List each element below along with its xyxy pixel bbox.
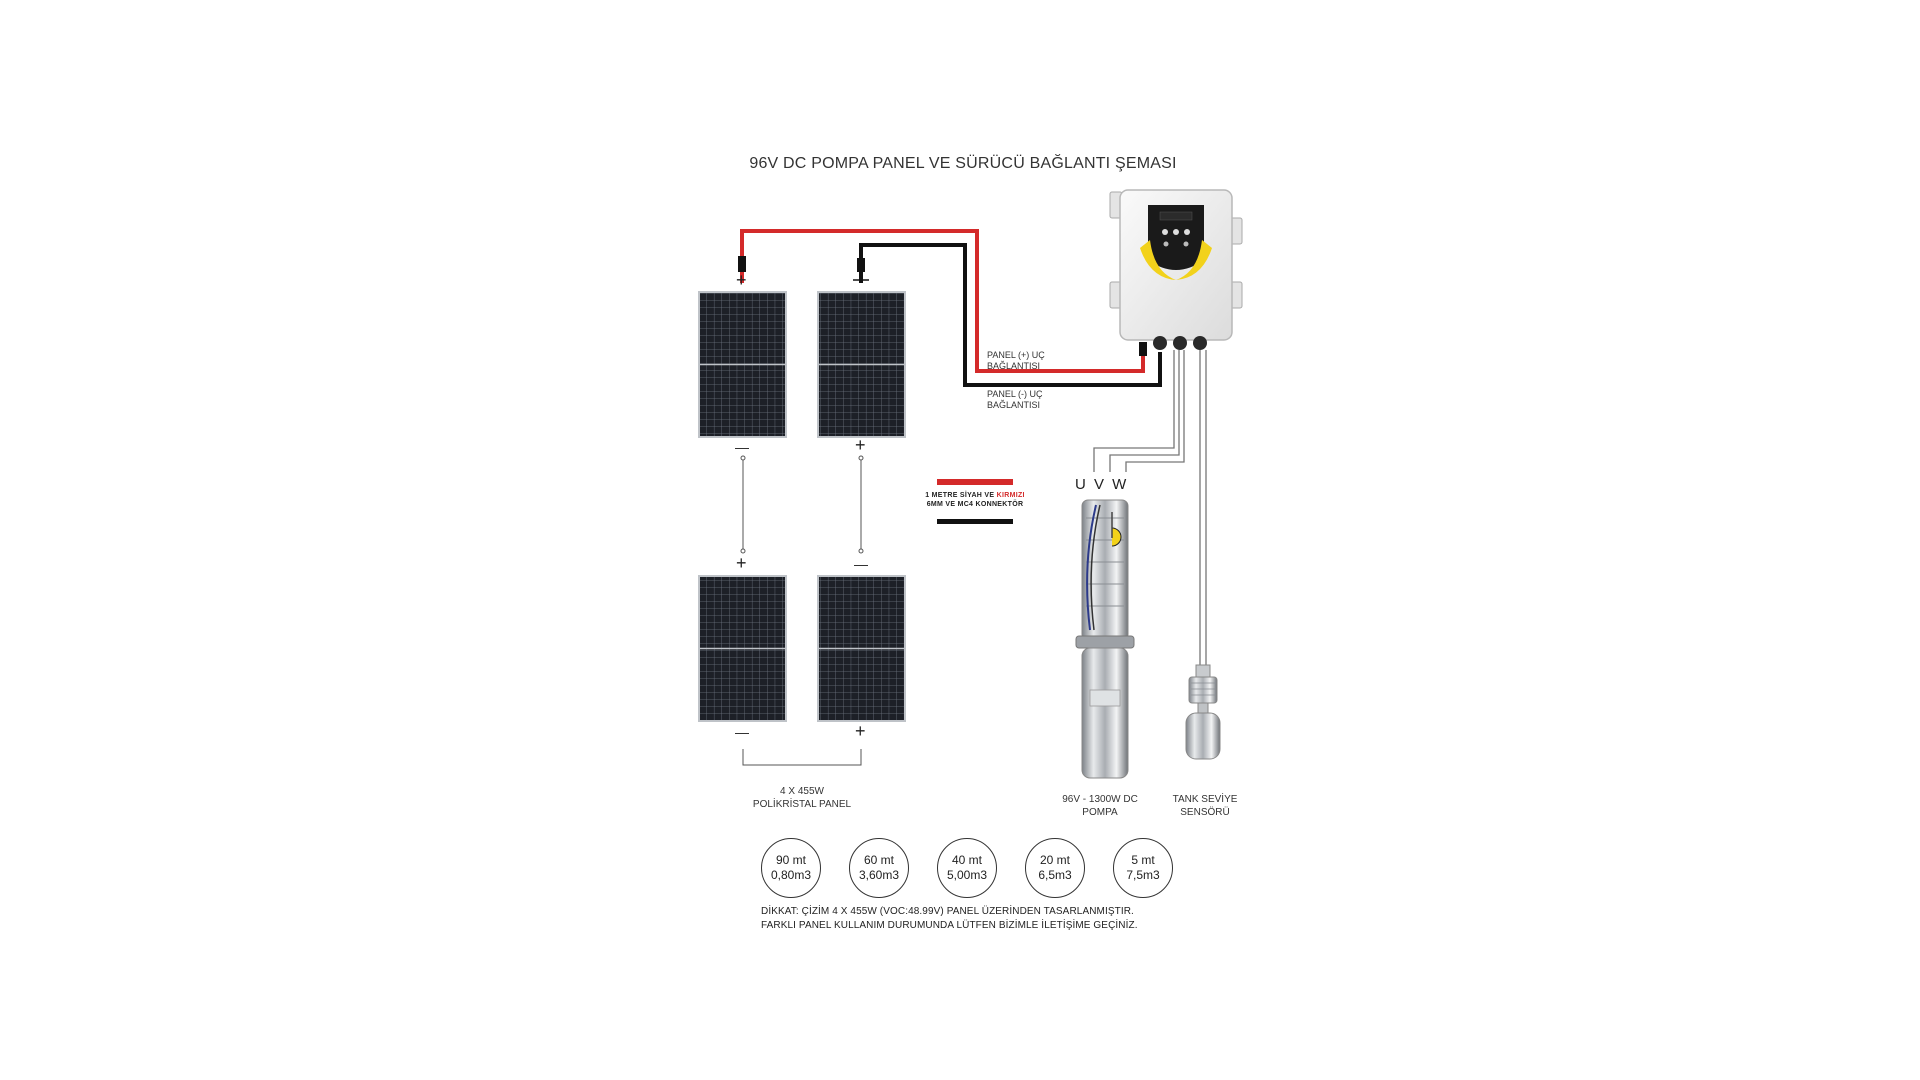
dc-pump — [1075, 499, 1135, 779]
page-title-text: 96V DC POMPA PANEL VE SÜRÜCÜ BAĞLANTI ŞE… — [749, 155, 1177, 172]
panel-minus-label-line1: PANEL (-) UÇ — [987, 389, 1043, 399]
connector-legend-line2: 6MM VE MC4 KONNEKTÖR — [926, 501, 1024, 508]
pump-controller — [1109, 189, 1243, 350]
minus-marker-top-left: — — [735, 439, 749, 455]
flow-value: 3,60m3 — [858, 868, 900, 882]
connector-legend-line1-black: 1 METRE SİYAH VE — [925, 492, 997, 499]
series-link-bottom — [742, 749, 862, 766]
warning-note-line1: DİKKAT: ÇİZİM 4 X 455W (VOC:48.99V) PANE… — [761, 906, 1134, 917]
warning-note-line2: FARKLI PANEL KULLANIM DURUMUNDA LÜTFEN B… — [761, 920, 1138, 931]
minus-marker-bottom-left: — — [735, 724, 749, 740]
tank-level-sensor — [1185, 664, 1221, 760]
sensor-caption-line2: SENSÖRÜ — [1180, 807, 1230, 818]
plus-marker-bottom-right: + — [855, 721, 866, 741]
depth-value: 5 mt — [1131, 853, 1155, 867]
pump-caption-line1: 96V - 1300W DC — [1062, 794, 1138, 805]
panels-caption-line2: POLİKRİSTAL PANEL — [752, 799, 852, 810]
connector-legend-line1: 1 METRE SİYAH VE KIRMIZI — [915, 491, 1035, 500]
minus-marker-mid-right: — — [854, 556, 868, 572]
panels-caption: 4 X 455W POLİKRİSTAL PANEL — [742, 785, 862, 811]
depth-value: 60 mt — [863, 853, 894, 867]
plus-marker-top-left: + — [736, 270, 747, 290]
depth-circle-2: 60 mt 3,60m3 — [849, 838, 909, 898]
sensor-caption: TANK SEVİYE SENSÖRÜ — [1145, 793, 1265, 819]
panel-plus-label-line2: BAĞLANTISI — [987, 361, 1041, 371]
depth-circle-5: 5 mt 7,5m3 — [1113, 838, 1173, 898]
positive-wire — [738, 229, 1147, 373]
panel-plus-label-line1: PANEL (+) UÇ — [987, 350, 1045, 360]
series-link-right — [858, 455, 864, 554]
panel-plus-label: PANEL (+) UÇ BAĞLANTISI — [987, 350, 1045, 372]
pump-cable-uvw — [1093, 350, 1185, 472]
warning-note: DİKKAT: ÇİZİM 4 X 455W (VOC:48.99V) PANE… — [761, 905, 1138, 933]
solar-panel-top-left — [698, 291, 787, 438]
flow-value: 5,00m3 — [946, 868, 988, 882]
solar-panel-top-right — [817, 291, 906, 438]
panel-minus-label: PANEL (-) UÇ BAĞLANTISI — [987, 389, 1043, 411]
solar-panel-bottom-right — [817, 575, 906, 722]
flow-value: 0,80m3 — [770, 868, 812, 882]
sensor-cable — [1199, 350, 1207, 665]
plus-marker-top-right: + — [855, 435, 866, 455]
flow-value: 7,5m3 — [1126, 868, 1160, 882]
depth-circle-4: 20 mt 6,5m3 — [1025, 838, 1085, 898]
panel-minus-label-line2: BAĞLANTISI — [987, 400, 1041, 410]
negative-wire — [853, 243, 1162, 387]
series-link-left — [740, 455, 746, 554]
depth-circle-3: 40 mt 5,00m3 — [937, 838, 997, 898]
connector-legend-label: 1 METRE SİYAH VE KIRMIZI 6MM VE MC4 KONN… — [915, 491, 1035, 509]
uvw-label: U V W — [1075, 476, 1129, 493]
depth-value: 40 mt — [951, 853, 982, 867]
connector-legend-line1-red: KIRMIZI — [996, 492, 1025, 499]
flow-value: 6,5m3 — [1038, 868, 1072, 882]
plus-marker-mid-left: + — [736, 553, 747, 573]
panels-caption-line1: 4 X 455W — [780, 786, 824, 797]
depth-value: 20 mt — [1039, 853, 1070, 867]
pump-caption-line2: POMPA — [1082, 807, 1118, 818]
page-title: 96V DC POMPA PANEL VE SÜRÜCÜ BAĞLANTI ŞE… — [0, 155, 1920, 173]
depth-circle-1: 90 mt 0,80m3 — [761, 838, 821, 898]
sensor-caption-line1: TANK SEVİYE — [1172, 794, 1238, 805]
solar-panel-bottom-left — [698, 575, 787, 722]
depth-value: 90 mt — [775, 853, 806, 867]
connector-legend-bars — [937, 479, 1013, 524]
pump-caption: 96V - 1300W DC POMPA — [1040, 793, 1160, 819]
